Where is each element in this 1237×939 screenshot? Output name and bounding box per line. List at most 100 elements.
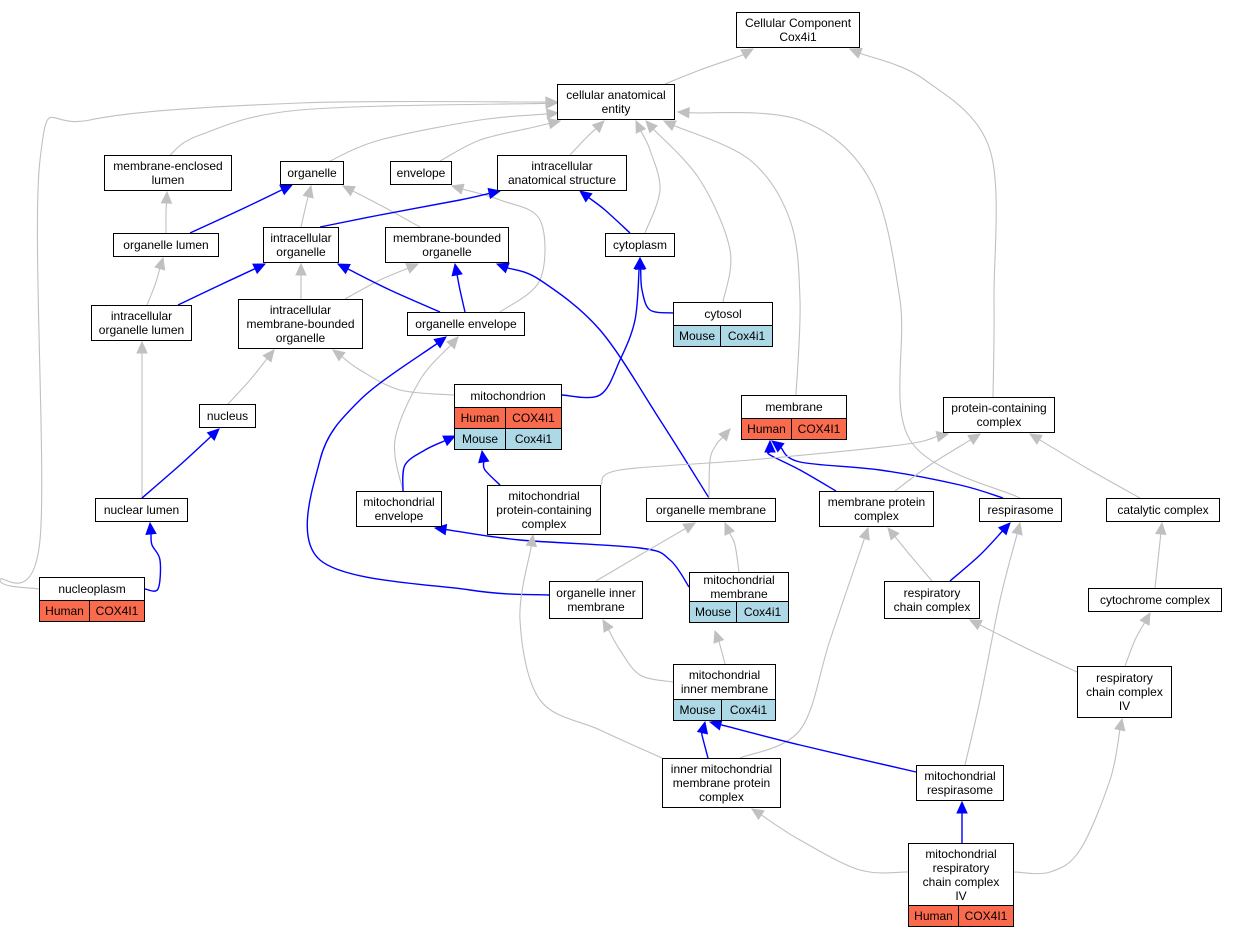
edge-line [700,731,709,759]
term-node-inner-mitochondrial-membrane-protein-complex[interactable]: inner mitochondrial membrane protein com… [662,758,781,808]
edge-line [859,52,997,398]
edge-arrowhead [740,48,755,60]
edge-arrowhead [858,526,870,541]
edge-intracellular_membrane_bounded_organelle-to-membrane_bounded_organelle [344,263,420,300]
edge-organelle_membrane-to-membrane [708,428,731,499]
species-cell: Mouse [455,429,505,449]
term-node-mitochondrial-protein-containing-complex[interactable]: mitochondrial protein-containing complex [487,485,601,535]
edge-line [0,100,547,590]
edge-mitochondrial_protein_containing_complex-to-mitochondrion [478,449,501,486]
edge-membrane_protein_complex-to-protein_containing_complex [894,433,982,492]
edge-arrowhead [332,349,346,362]
term-node-membrane-bounded-organelle[interactable]: membrane-bounded organelle [385,227,509,263]
term-node-intracellular-anatomical-structure[interactable]: intracellular anatomical structure [497,155,627,191]
edge-organelle_lumen-to-organelle [189,184,294,234]
term-node-organelle[interactable]: organelle [280,161,344,185]
edge-arrowhead [302,184,314,199]
term-label: membrane-bounded organelle [392,231,502,259]
edge-line [456,274,466,313]
term-node-cytoplasm[interactable]: cytoplasm [605,233,675,257]
edge-cytochrome_complex-to-catalytic_complex [1154,521,1167,589]
edge-respiratory_chain_complex_iv-to-cytochrome_complex [1124,611,1151,667]
edge-line [169,102,547,156]
term-node-mitochondrial-envelope[interactable]: mitochondrial envelope [356,491,442,527]
edge-line [352,190,421,228]
term-node-intracellular-organelle-lumen[interactable]: intracellular organelle lumen [91,305,192,341]
term-node-organelle-envelope[interactable]: organelle envelope [407,312,525,336]
term-node-respiratory-chain-complex-iv[interactable]: respiratory chain complex IV [1077,666,1172,718]
edge-line [760,814,909,874]
term-label: Cellular Component Cox4i1 [744,16,852,44]
edge-arrowhead [848,48,863,59]
term-node-respiratory-chain-complex[interactable]: respiratory chain complex [884,581,980,619]
edge-mitochondrial_envelope-to-mitochondrion [402,435,457,492]
edge-membrane-to-cellular_anatomical_entity [662,120,801,396]
edge-arrowhead [696,720,709,735]
term-node-intracellular-organelle[interactable]: intracellular organelle [263,227,339,263]
term-node-intracellular-membrane-bounded-organelle[interactable]: intracellular membrane-bounded organelle [238,299,363,349]
edge-arrowhead [968,619,983,631]
edge-arrowhead [645,120,659,134]
term-label: cytochrome complex [1099,593,1211,607]
term-node-cellular-component[interactable]: Cellular Component Cox4i1 [736,12,860,48]
term-node-respirasome[interactable]: respirasome [979,498,1062,522]
term-node-organelle-inner-membrane[interactable]: organelle inner membrane [549,581,643,619]
edge-line [588,197,631,234]
edge-arrowhead [1011,521,1023,536]
edge-arrowhead [633,256,645,270]
term-node-cellular-anatomical-entity[interactable]: cellular anatomical entity [557,84,675,120]
edge-line [344,267,409,300]
edge-line [673,125,801,396]
term-node-organelle-membrane[interactable]: organelle membrane [646,498,776,522]
term-label: envelope [396,166,446,180]
term-node-mitochondrial-respiratory-chain-complex-iv[interactable]: mitochondrial respiratory chain complex … [908,843,1014,927]
edge-line [708,436,724,499]
edge-mitochondrial_respirasome-to-mitochondrial_inner_membrane [708,719,917,773]
edge-arrowhead [145,521,157,535]
term-node-organelle-lumen[interactable]: organelle lumen [113,233,219,257]
edge-inner_mitochondrial_membrane_protein_complex-to-mitochondrial_protein_containing_complex [519,533,663,759]
edge-line [144,533,162,592]
edge-organelle_inner_membrane-to-organelle_envelope [306,336,550,596]
term-node-protein-containing-complex[interactable]: protein-containing complex [943,397,1055,433]
edge-arrowhead [713,629,725,644]
edge-line [1154,533,1162,589]
term-label: membrane-enclosed lumen [113,159,223,187]
term-node-nucleus[interactable]: nucleus [199,404,256,428]
term-label: intracellular anatomical structure [507,159,617,187]
edge-line [507,267,710,499]
term-node-mitochondrial-respirasome[interactable]: mitochondrial respirasome [916,765,1004,801]
edge-arrowhead [771,440,785,453]
edge-arrowhead [295,262,307,276]
edge-mitochondrial_inner_membrane-to-organelle_inner_membrane [602,618,674,683]
edge-line [341,356,455,396]
term-node-cytochrome-complex[interactable]: cytochrome complex [1088,588,1222,612]
edge-line [949,530,1003,582]
edge-arrowhead [336,263,351,275]
edge-arrowhead [724,521,736,536]
edge-line [227,358,268,405]
term-node-membrane-protein-complex[interactable]: membrane protein complex [819,491,934,527]
edge-line [639,268,674,314]
term-label: mitochondrion [470,389,546,403]
edge-mitochondrial_respirasome-to-respirasome [964,521,1023,766]
edge-arrowhead [682,522,697,534]
term-label: cytoplasm [612,238,668,252]
gene-cell: Cox4i1 [721,700,775,720]
term-node-catalytic-complex[interactable]: catalytic complex [1106,498,1220,522]
edge-line [664,53,745,85]
term-node-envelope[interactable]: envelope [390,161,452,185]
edge-arrowhead [547,117,562,130]
term-node-nuclear-lumen[interactable]: nuclear lumen [95,498,188,522]
term-node-membrane-enclosed-lumen[interactable]: membrane-enclosed lumen [104,155,232,191]
edge-arrowhead [136,340,148,354]
